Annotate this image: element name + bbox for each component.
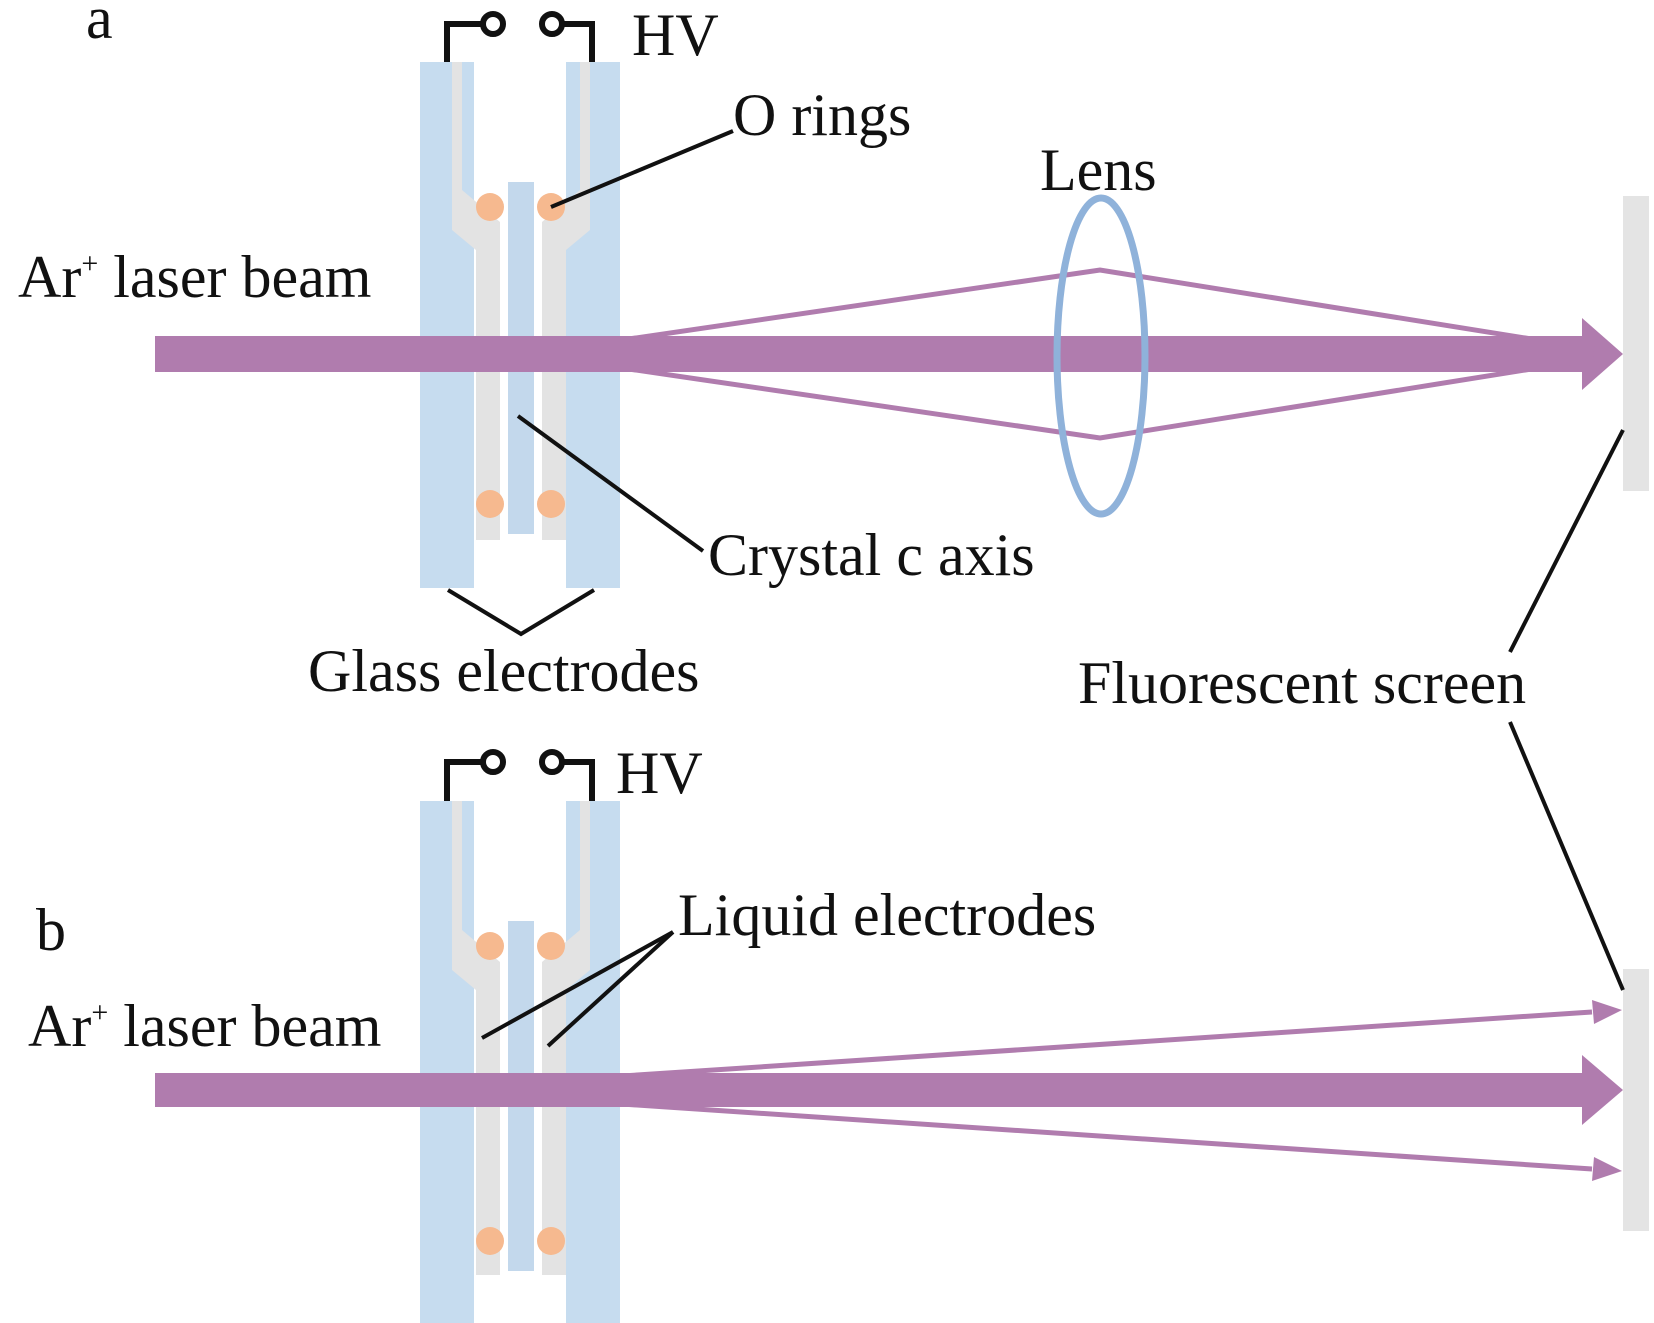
laser-beam-b [155, 1073, 1595, 1107]
o-rings-label: O rings [733, 82, 911, 148]
leader-crystal-axis [516, 414, 705, 553]
o-ring [476, 932, 504, 960]
hv-label-a: HV [632, 2, 719, 68]
diverging-ray-upper [621, 267, 1601, 353]
hv-terminal-left [480, 11, 506, 37]
laser-beam-arrowhead-b [1582, 1055, 1623, 1125]
o-ring [476, 490, 504, 518]
panel-letter-b: b [36, 897, 66, 963]
leader-liquid-left [481, 930, 674, 1040]
liquid-electrode-right [542, 801, 590, 1275]
o-ring [476, 1227, 504, 1255]
o-ring [537, 1227, 565, 1255]
panel-b: HV Liquid electrodes b Ar+ laser beam [28, 721, 1649, 1323]
electrode-right-b [566, 801, 620, 1323]
laser-beam-arrowhead [1582, 318, 1623, 390]
laser-beam [155, 336, 1595, 372]
fluorescent-screen-label: Fluorescent screen [1078, 650, 1526, 716]
crystal-axis-label: Crystal c axis [708, 522, 1035, 588]
lens-label: Lens [1040, 137, 1157, 203]
laser-beam-label-a: Ar+ laser beam [18, 244, 371, 310]
glass-electrodes-label: Glass electrodes [308, 638, 700, 704]
deflected-ray-upper [621, 1009, 1593, 1079]
hv-label-b: HV [616, 740, 703, 806]
leader-screen-b [1508, 721, 1625, 991]
deflected-ray-lower-arrowhead [1592, 1157, 1622, 1181]
fluorescent-screen-a [1623, 196, 1649, 491]
bracket-glass-electrodes [446, 588, 596, 637]
diverging-ray-lower [621, 355, 1601, 441]
hv-wire-left-b [444, 759, 482, 801]
panel-a: a HV O rings Lens Ar+ laser beam Crystal… [18, 0, 1649, 704]
panel-letter-a: a [86, 0, 113, 51]
glass-electrode-right [566, 62, 620, 588]
laser-beam-label-b: Ar+ laser beam [28, 993, 381, 1059]
hv-terminal-left-b [480, 749, 506, 775]
electrode-left-b [420, 801, 474, 1323]
leader-o-rings [550, 129, 734, 209]
liquid-electrodes-label: Liquid electrodes [678, 882, 1096, 948]
o-ring [476, 193, 504, 221]
leader-screen-a [1508, 429, 1625, 653]
hv-wire-left [444, 21, 482, 62]
lens [1053, 194, 1149, 518]
leader-liquid-right [546, 930, 675, 1048]
o-ring [537, 490, 565, 518]
hv-terminal-right [539, 11, 565, 37]
hv-wire-right [563, 21, 595, 62]
liquid-channel-left [452, 62, 500, 540]
liquid-channel-right [542, 62, 590, 540]
hv-wire-right-b [563, 759, 595, 801]
deflected-ray-lower [621, 1101, 1593, 1172]
fluorescent-screen-b [1623, 969, 1649, 1231]
glass-electrode-left [420, 62, 474, 588]
hv-terminal-right-b [539, 749, 565, 775]
deflected-ray-upper-arrowhead [1592, 1000, 1622, 1024]
liquid-electrode-left [452, 801, 500, 1275]
o-ring [537, 932, 565, 960]
